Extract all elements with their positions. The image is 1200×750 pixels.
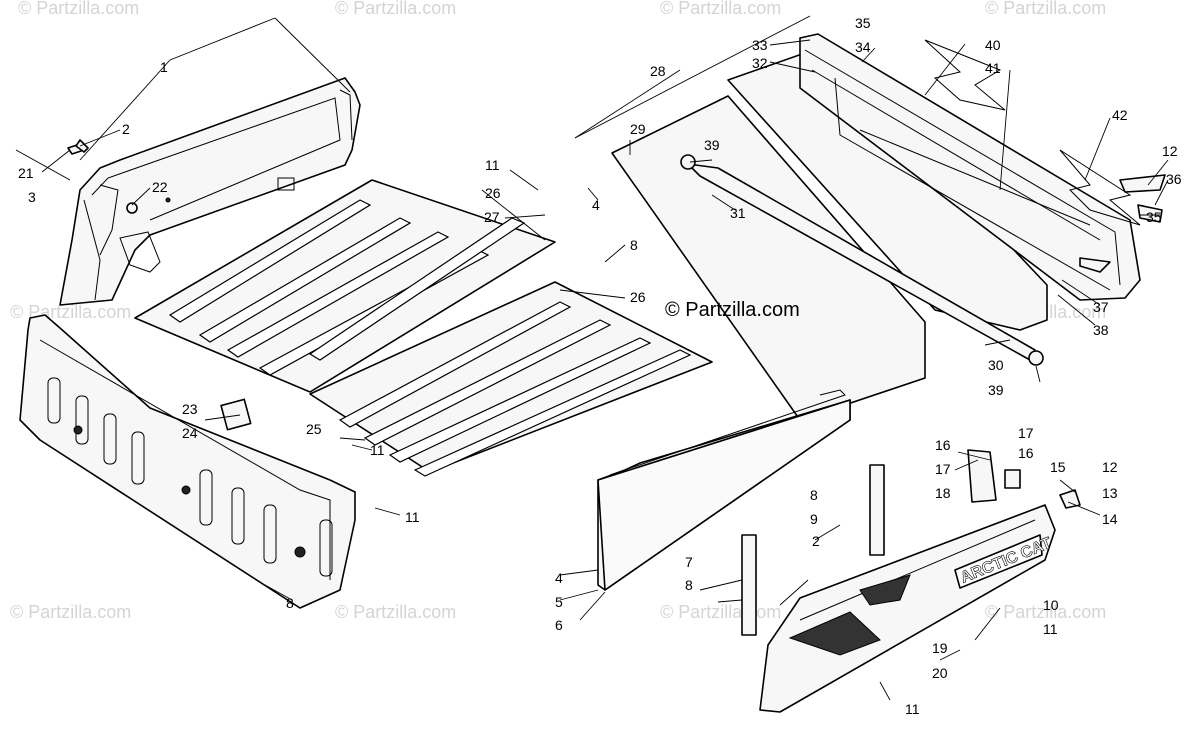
callout: 1: [160, 59, 168, 75]
callout: 40: [985, 37, 1001, 53]
callout: 13: [1102, 485, 1118, 501]
rear-panel-group: [611, 33, 1166, 421]
callout: 22: [152, 179, 168, 195]
callout: 16: [1018, 445, 1034, 461]
callout: 17: [935, 461, 951, 477]
callout: 8: [630, 237, 638, 253]
callout: 36: [1166, 171, 1182, 187]
floor-grooves: [168, 199, 692, 477]
callout: 20: [932, 665, 948, 681]
callout: 19: [932, 640, 948, 656]
callout: 37: [1093, 299, 1109, 315]
watermark: © Partzilla.com: [18, 0, 139, 18]
callout: 16: [935, 437, 951, 453]
callout: 38: [1093, 322, 1109, 338]
callout: 24: [182, 425, 198, 441]
front-wall-part: [15, 77, 361, 306]
callout: 34: [855, 39, 871, 55]
callout: 11: [485, 157, 500, 173]
callout: 35: [855, 15, 871, 31]
callout: 33: [752, 37, 768, 53]
callout: 4: [592, 197, 600, 213]
callout: 25: [306, 421, 322, 437]
callout: 27: [484, 209, 500, 225]
callout: 8: [810, 487, 818, 503]
callout: 11: [405, 509, 420, 525]
callout: 32: [752, 55, 768, 71]
floor-panels: [134, 179, 713, 477]
watermark: © Partzilla.com: [10, 602, 131, 622]
brand-label: © Partzilla.com: [665, 299, 800, 321]
callout: 4: [555, 570, 563, 586]
callout: 41: [985, 60, 1001, 76]
callout: 30: [988, 357, 1004, 373]
callout: 8: [286, 595, 294, 611]
callout: 14: [1102, 511, 1118, 527]
callout: 12: [1102, 459, 1118, 475]
watermark: © Partzilla.com: [985, 602, 1106, 622]
callout-labels: 1 2 21 3 22 11 26 27 8 26 23 24 25 11 11…: [18, 15, 1182, 717]
watermark: © Partzilla.com: [10, 302, 131, 322]
cat-decals: [924, 39, 1141, 226]
callout: 26: [630, 289, 646, 305]
callout: 2: [122, 121, 130, 137]
callout: 39: [704, 137, 720, 153]
callout: 23: [182, 401, 198, 417]
callout: 3: [28, 189, 36, 205]
callout: 9: [810, 511, 818, 527]
watermark: © Partzilla.com: [335, 602, 456, 622]
callout: 28: [650, 63, 666, 79]
right-wall-group: ARCTIC CAT: [597, 389, 1081, 713]
callout: 10: [1043, 597, 1059, 613]
watermark: © Partzilla.com: [660, 0, 781, 18]
callout: 31: [730, 205, 746, 221]
callout: 42: [1112, 107, 1128, 123]
callout: 11: [370, 442, 385, 458]
callout: 17: [1018, 425, 1034, 441]
callout: 5: [555, 594, 563, 610]
tailgate-slots: [47, 377, 333, 577]
watermark: © Partzilla.com: [985, 0, 1106, 18]
callout: 2: [812, 533, 820, 549]
leader-lines: [41, 15, 1169, 701]
callout: 35: [1146, 209, 1162, 225]
callout: 11: [905, 701, 920, 717]
callout: 11: [1043, 621, 1058, 637]
callout: 12: [1162, 143, 1178, 159]
callout: 26: [485, 185, 501, 201]
watermark: © Partzilla.com: [335, 0, 456, 18]
callout: 7: [685, 554, 693, 570]
side-wall-part: [19, 314, 356, 609]
callout: 8: [685, 577, 693, 593]
callout: 29: [630, 121, 646, 137]
callout: 39: [988, 382, 1004, 398]
watermark: © Partzilla.com: [660, 602, 781, 622]
callout: 21: [18, 165, 34, 181]
callout: 18: [935, 485, 951, 501]
callout: 15: [1050, 459, 1066, 475]
callout: 6: [555, 617, 563, 633]
watermarks: © Partzilla.com © Partzilla.com © Partzi…: [10, 0, 1106, 622]
